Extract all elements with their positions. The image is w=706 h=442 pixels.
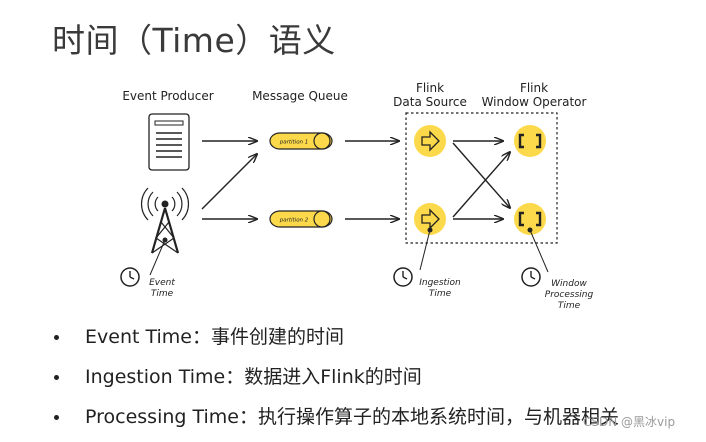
event-time-pointer [149, 239, 166, 276]
bullet-dot-icon [54, 335, 59, 340]
arrow-tower-to-partition-1 [201, 154, 257, 210]
event-time-label-line2: Time [151, 289, 174, 299]
flink-source-label-line1: Flink [416, 81, 444, 95]
list-item: Processing Time：执行操作算子的本地系统时间，与机器相关 [52, 402, 619, 442]
partition-1-label: partition 1 [279, 140, 309, 146]
list-item-text: Event Time：事件创建的时间 [85, 326, 344, 348]
partition-2-queue [269, 210, 333, 228]
time-semantics-list: Event Time：事件创建的时间 Ingestion Time：数据进入Fl… [52, 322, 619, 442]
server-icon [148, 113, 190, 171]
time-semantics-diagram: Event Producer Message Queue Flink Data … [120, 81, 594, 311]
ingestion-time-label-line2: Time [429, 289, 452, 299]
window-time-label-line3: Time [558, 301, 581, 311]
window-node-1 [514, 125, 546, 157]
event-time-label-line1: Event [149, 278, 175, 288]
flink-window-label-line2: Window Operator [482, 95, 587, 109]
event-producer-label: Event Producer [122, 89, 213, 103]
page-title: 时间（Time）语义 [52, 21, 336, 60]
event-time-clock-icon [120, 267, 140, 287]
message-queue-label: Message Queue [252, 89, 348, 103]
bullet-dot-icon [54, 415, 59, 420]
window-node-2 [514, 203, 546, 235]
window-time-label-line1: Window [551, 279, 587, 289]
list-item-text: Ingestion Time：数据进入Flink的时间 [85, 366, 422, 388]
arrow-source2-to-window1 [452, 152, 510, 218]
flink-window-label-line1: Flink [520, 81, 548, 95]
list-item: Ingestion Time：数据进入Flink的时间 [52, 362, 619, 402]
list-item: Event Time：事件创建的时间 [52, 322, 619, 362]
ingestion-time-label-line1: Ingestion [419, 278, 461, 288]
ingestion-time-clock-icon [393, 267, 413, 287]
watermark: CSDN @黑冰vip [583, 415, 676, 429]
window-time-clock-icon [521, 267, 541, 287]
flink-source-label-line2: Data Source [393, 95, 467, 109]
partition-2-label: partition 2 [279, 218, 309, 224]
flink-job-boundary [405, 112, 558, 244]
list-item-text: Processing Time：执行操作算子的本地系统时间，与机器相关 [85, 406, 619, 428]
window-time-pointer [529, 229, 549, 273]
source-node-1 [414, 125, 446, 157]
bullet-dot-icon [54, 375, 59, 380]
antenna-tower-icon [141, 187, 189, 254]
partition-1-queue [269, 132, 333, 150]
ingestion-time-pointer [419, 229, 431, 271]
arrow-source1-to-window2 [452, 142, 510, 208]
source-node-2 [414, 203, 446, 235]
window-time-label-line2: Processing [545, 290, 594, 300]
